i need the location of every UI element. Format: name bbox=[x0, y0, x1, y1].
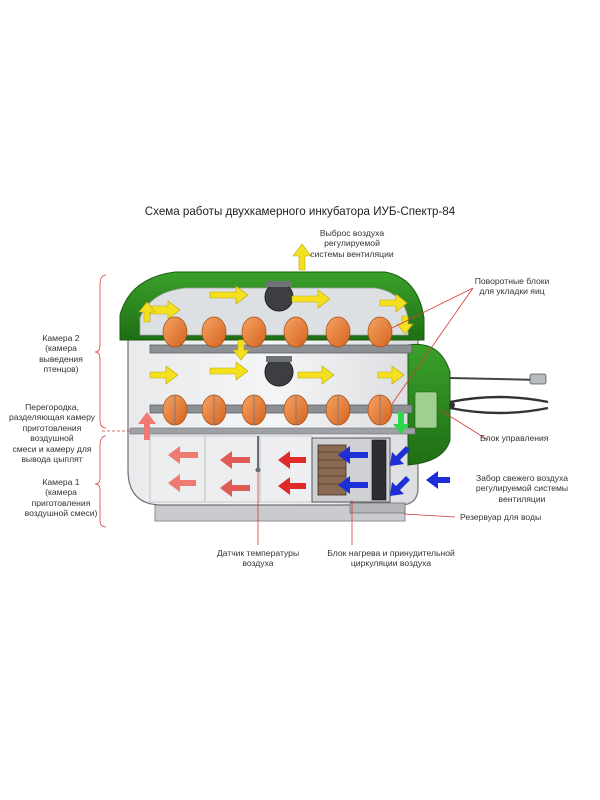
yellow-arrow bbox=[209, 285, 249, 305]
yellow-arrow bbox=[297, 365, 335, 385]
chamber1-panel-right bbox=[259, 435, 313, 503]
red-arrow bbox=[168, 446, 198, 464]
yellow-arrow bbox=[379, 293, 408, 313]
tongs bbox=[449, 395, 549, 415]
partition bbox=[129, 427, 416, 435]
yellow-arrows bbox=[138, 243, 414, 385]
egg bbox=[283, 316, 309, 348]
yellow-arrow bbox=[149, 300, 181, 320]
turning-leader-1 bbox=[391, 287, 474, 329]
chamber2-bracket bbox=[94, 274, 107, 429]
middle-fan bbox=[264, 357, 294, 387]
control-leader bbox=[439, 409, 489, 441]
red-arrow bbox=[220, 451, 250, 469]
turning-leader-2 bbox=[391, 287, 474, 405]
upper-fan bbox=[264, 282, 294, 312]
chamber1-bracket bbox=[94, 435, 107, 528]
probe-tip bbox=[529, 373, 547, 385]
circulation-fan bbox=[371, 439, 387, 501]
diagram-title: Схема работы двухкамерного инкубатора ИУ… bbox=[144, 205, 456, 218]
heater-label: Блок нагрева и принудительной циркуляции… bbox=[327, 548, 455, 569]
air-intake-label: Забор свежего воздуха регулируемой систе… bbox=[475, 473, 569, 504]
exhaust-label: Выброс воздуха регулируемой системы вент… bbox=[310, 228, 394, 259]
chamber1-panel-left bbox=[149, 435, 206, 503]
chamber2-label: Камера 2 (камера выведения птенцов) bbox=[39, 333, 83, 375]
egg bbox=[162, 316, 188, 348]
chamber1-panel-mid bbox=[204, 435, 261, 503]
yellow-arrow bbox=[149, 365, 179, 385]
blue-arrow bbox=[390, 476, 410, 496]
blue-arrow bbox=[390, 446, 410, 466]
lower-tray bbox=[149, 404, 413, 414]
water-reservoir bbox=[349, 502, 406, 514]
yellow-arrow bbox=[232, 339, 250, 361]
probe-cable bbox=[449, 377, 541, 381]
egg bbox=[325, 316, 351, 348]
temperature-sensor-label: Датчик температуры воздуха bbox=[216, 548, 300, 569]
blue-arrows bbox=[338, 446, 450, 496]
blue-arrow bbox=[338, 446, 368, 464]
yellow-arrow bbox=[138, 301, 156, 323]
red-up-arrow bbox=[138, 412, 156, 440]
intake-arrow bbox=[426, 471, 450, 489]
chamber1-label: Камера 1 (камера приготовления воздушной… bbox=[24, 477, 98, 519]
egg bbox=[201, 316, 227, 348]
yellow-arrow bbox=[396, 315, 414, 335]
red-arrows bbox=[138, 412, 306, 497]
yellow-arrow bbox=[209, 361, 249, 381]
red-arrow bbox=[168, 474, 196, 492]
blue-arrow bbox=[338, 476, 368, 494]
red-arrow bbox=[220, 479, 250, 497]
egg bbox=[241, 316, 267, 348]
reservoir-leader bbox=[403, 513, 456, 518]
green-arrow bbox=[393, 412, 409, 434]
control-unit-label: Блок управления bbox=[480, 433, 549, 443]
exhaust-arrow bbox=[292, 243, 312, 271]
upper-eggs bbox=[162, 316, 393, 348]
yellow-arrow bbox=[291, 289, 331, 309]
partition-label: Перегородка, разделяющая камеру приготов… bbox=[8, 402, 96, 465]
yellow-arrow bbox=[377, 365, 405, 385]
water-reservoir-label: Резервуар для воды bbox=[460, 512, 542, 522]
control-panel bbox=[414, 391, 438, 429]
red-arrow bbox=[278, 451, 306, 469]
red-arrow bbox=[278, 477, 306, 495]
turning-blocks-label: Поворотные блоки для укладки яиц bbox=[474, 276, 550, 297]
leaders bbox=[94, 274, 489, 545]
egg bbox=[367, 316, 393, 348]
upper-tray bbox=[149, 344, 413, 354]
